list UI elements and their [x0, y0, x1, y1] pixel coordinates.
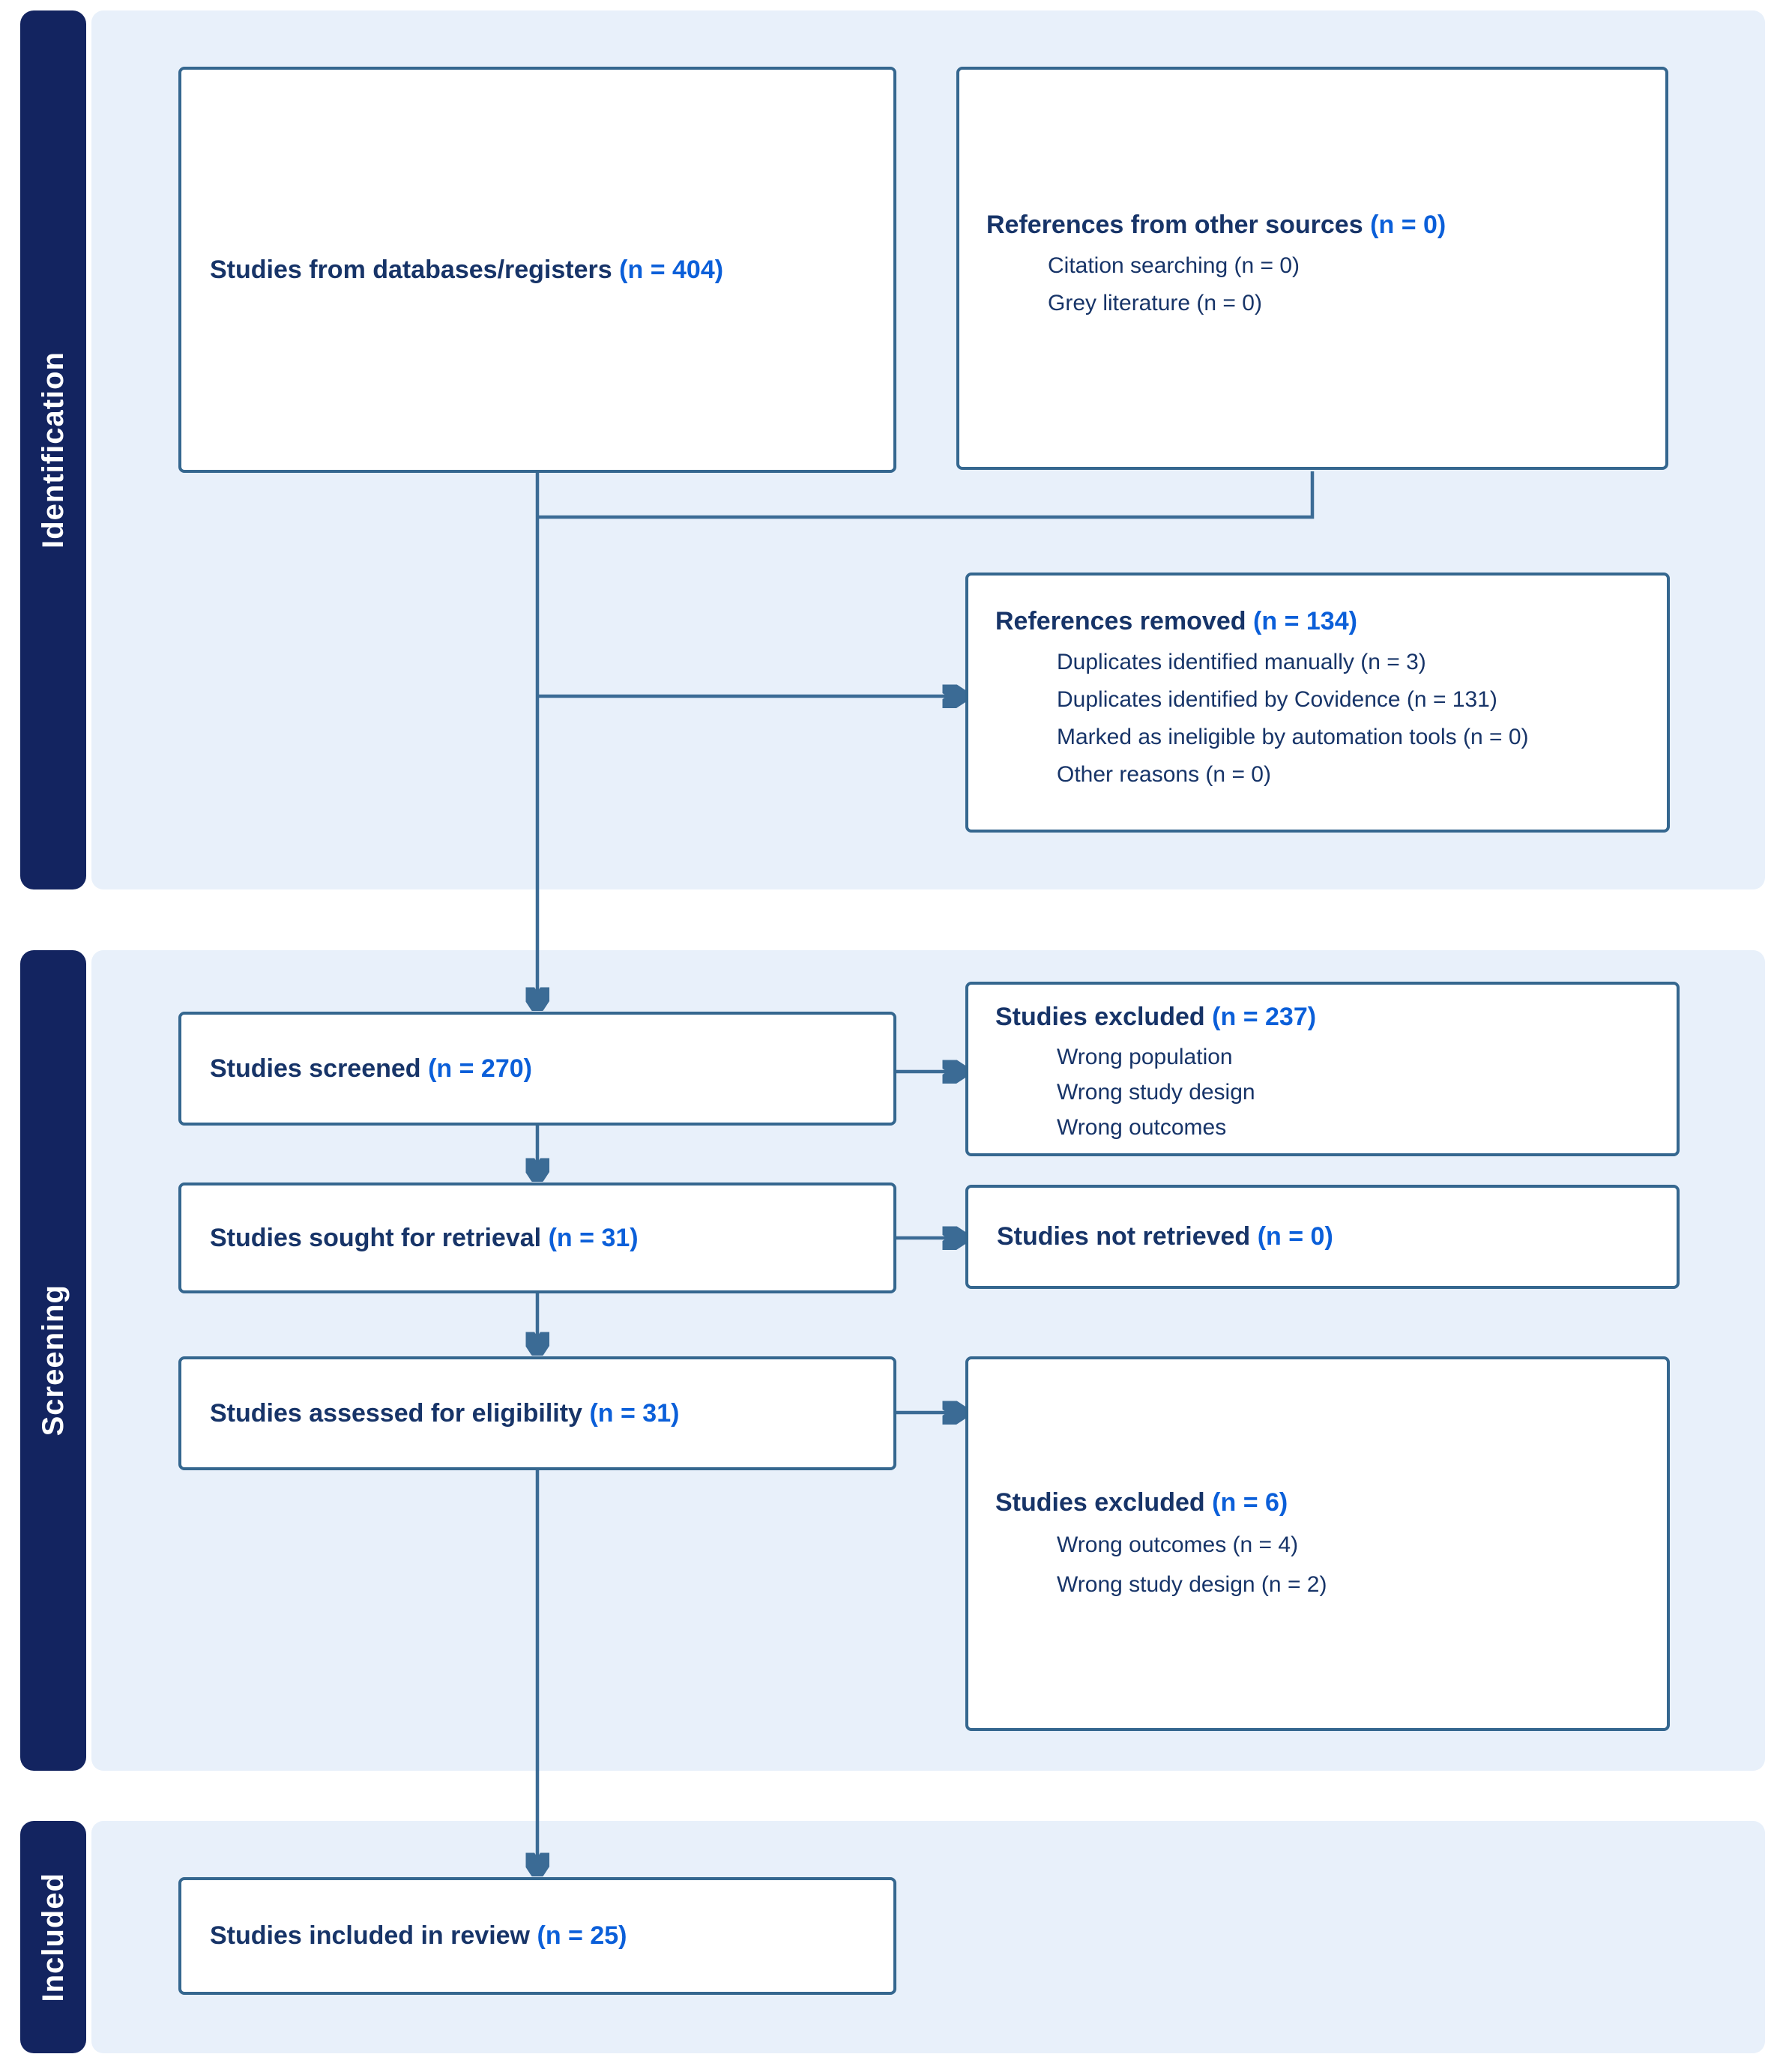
count-badge: (n = 0) — [1257, 1222, 1333, 1251]
count-badge: (n = 134) — [1253, 607, 1357, 635]
sub-item-list: Citation searching (n = 0) Grey literatu… — [986, 247, 1650, 322]
sub-item-list: Duplicates identified manually (n = 3) D… — [995, 644, 1652, 794]
box-studies-from-databases: Studies from databases/registers(n = 404… — [178, 67, 896, 473]
count-badge: (n = 270) — [428, 1054, 532, 1083]
box-references-removed: References removed(n = 134) Duplicates i… — [965, 573, 1670, 833]
sub-item: Wrong population — [1057, 1045, 1233, 1069]
box-studies-screened: Studies screened(n = 270) — [178, 1012, 896, 1126]
count-badge: (n = 237) — [1212, 1003, 1317, 1031]
sub-item: Wrong study design — [1057, 1080, 1255, 1105]
box-studies-included-review: Studies included in review(n = 25) — [178, 1877, 896, 1995]
box-label: Studies screened(n = 270) — [210, 1054, 532, 1083]
count-badge: (n = 25) — [537, 1921, 627, 1950]
sub-item: Duplicates identified by Covidence (n = … — [1057, 687, 1497, 712]
sub-item-list: Wrong outcomes (n = 4) Wrong study desig… — [995, 1525, 1652, 1604]
box-label: Studies not retrieved(n = 0) — [997, 1222, 1333, 1251]
sub-item: Wrong outcomes — [1057, 1115, 1227, 1140]
stage-bar-included: Included — [20, 1821, 86, 2053]
sub-item: Wrong study design (n = 2) — [1057, 1572, 1327, 1597]
box-studies-excluded-eligibility: Studies excluded(n = 6) Wrong outcomes (… — [965, 1356, 1670, 1731]
count-badge: (n = 31) — [589, 1398, 680, 1428]
sub-item: Marked as ineligible by automation tools… — [1057, 725, 1529, 749]
box-heading: References removed(n = 134) — [995, 607, 1357, 635]
sub-item: Duplicates identified manually (n = 3) — [1057, 650, 1426, 674]
box-heading: Studies excluded(n = 6) — [995, 1488, 1288, 1517]
stage-bar-screening: Screening — [20, 950, 86, 1771]
stage-bar-identification: Identification — [20, 10, 86, 889]
box-label: Studies from databases/registers(n = 404… — [210, 255, 724, 284]
sub-item: Wrong outcomes (n = 4) — [1057, 1532, 1299, 1557]
count-badge: (n = 404) — [619, 255, 724, 284]
box-studies-excluded-screening: Studies excluded(n = 237) Wrong populati… — [965, 982, 1680, 1156]
box-studies-not-retrieved: Studies not retrieved(n = 0) — [965, 1185, 1680, 1289]
count-badge: (n = 31) — [548, 1223, 639, 1252]
count-badge: (n = 6) — [1212, 1488, 1288, 1517]
box-references-other-sources: References from other sources(n = 0) Cit… — [956, 67, 1668, 470]
sub-item-list: Wrong population Wrong study design Wron… — [995, 1039, 1662, 1145]
box-heading: References from other sources(n = 0) — [986, 211, 1446, 239]
box-label: Studies sought for retrieval(n = 31) — [210, 1223, 639, 1252]
count-badge: (n = 0) — [1370, 211, 1446, 239]
sub-item: Other reasons (n = 0) — [1057, 762, 1271, 787]
box-studies-sought-retrieval: Studies sought for retrieval(n = 31) — [178, 1183, 896, 1293]
box-studies-assessed-eligibility: Studies assessed for eligibility(n = 31) — [178, 1356, 896, 1470]
stage-label-screening: Screening — [36, 1284, 70, 1437]
box-label: Studies assessed for eligibility(n = 31) — [210, 1398, 680, 1428]
sub-item: Citation searching (n = 0) — [1048, 253, 1300, 278]
box-heading: Studies excluded(n = 237) — [995, 1003, 1317, 1031]
sub-item: Grey literature (n = 0) — [1048, 291, 1262, 315]
stage-label-included: Included — [36, 1872, 70, 2002]
stage-label-identification: Identification — [36, 351, 70, 549]
box-label: Studies included in review(n = 25) — [210, 1921, 627, 1950]
